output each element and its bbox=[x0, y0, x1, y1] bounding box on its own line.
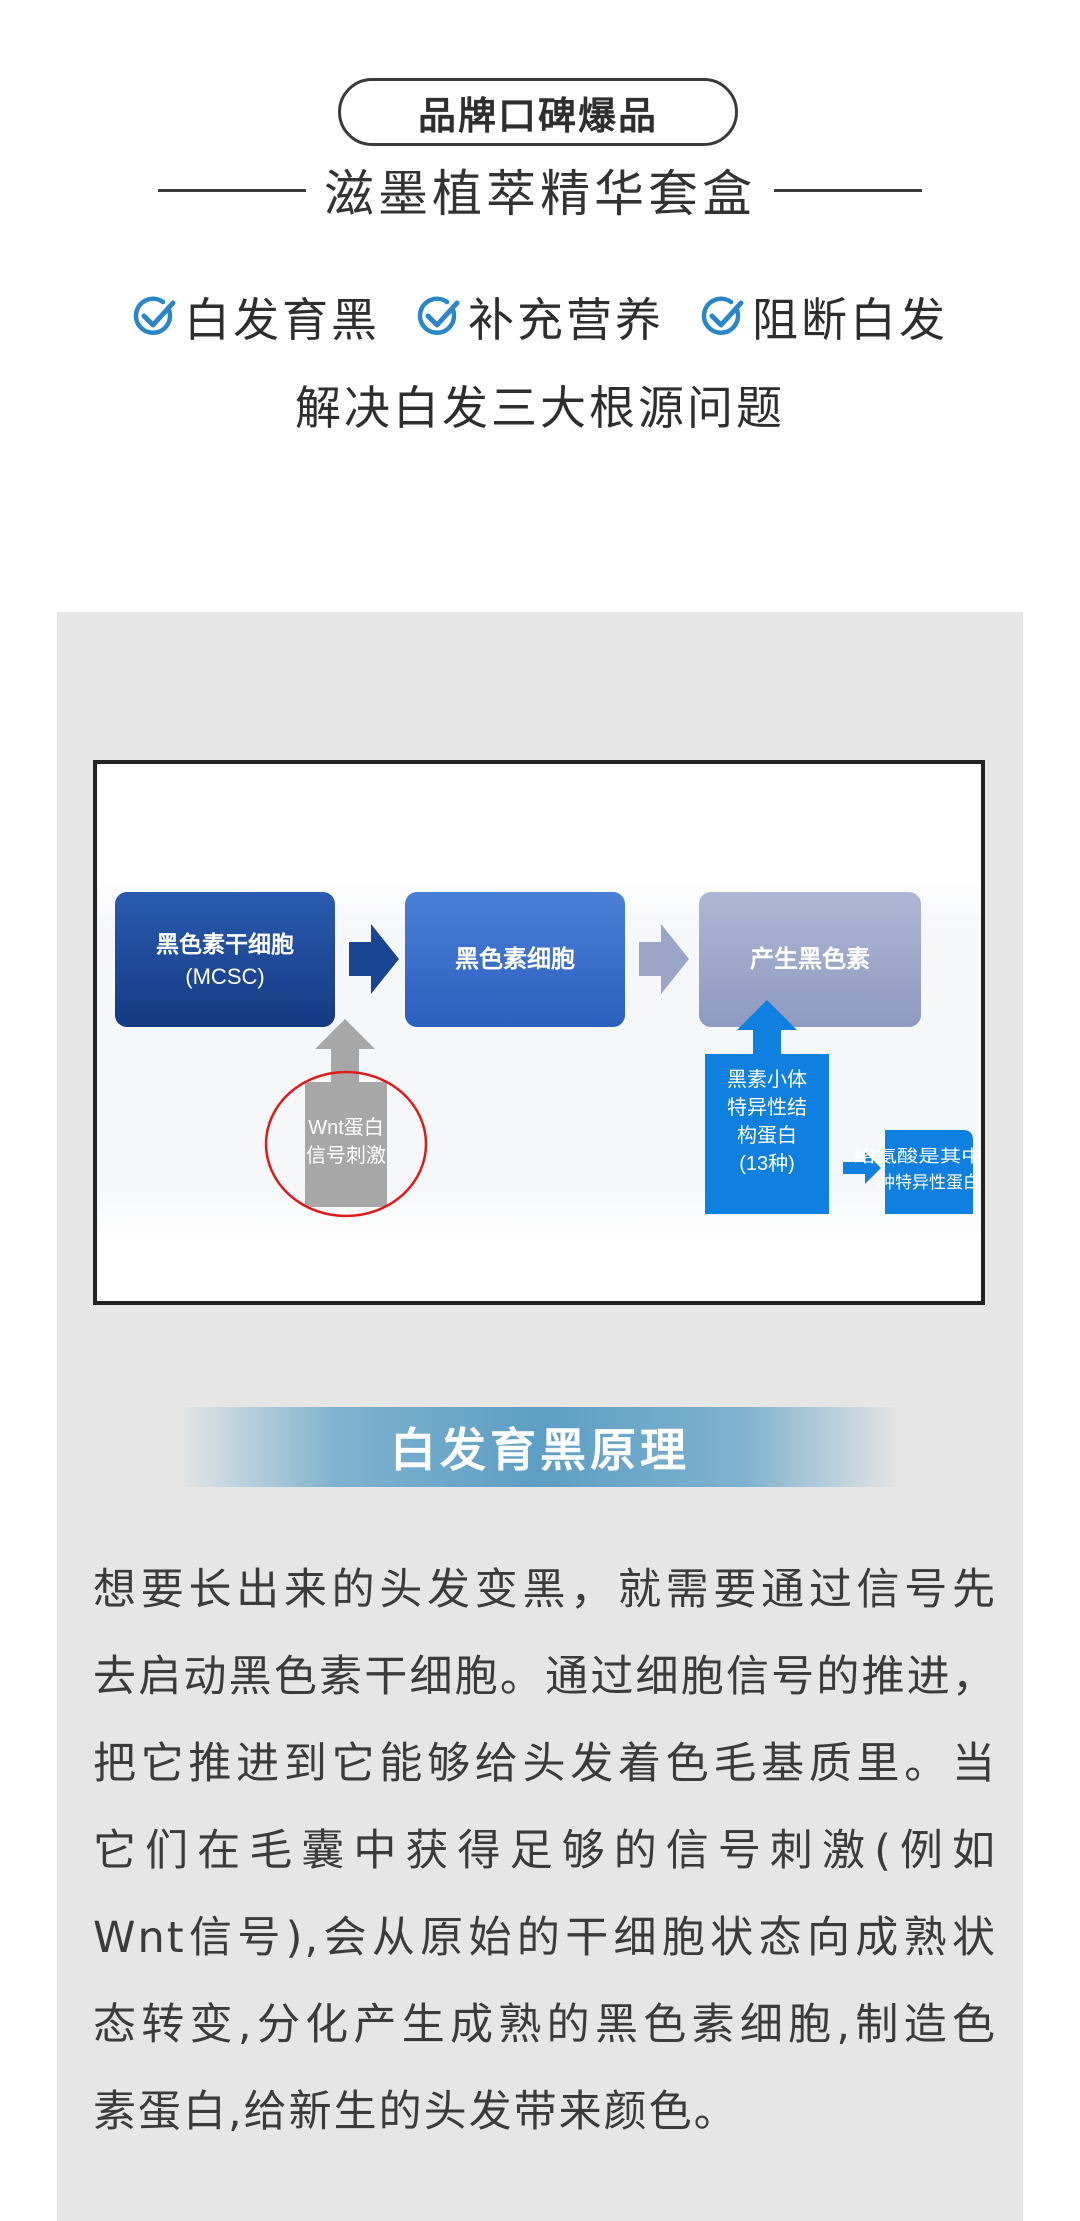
melanin-pathway-diagram: 黑色素干细胞 (MCSC) 黑色素细胞 产生黑色素 Wnt蛋白 信号刺激 黑素小… bbox=[93, 760, 985, 1305]
paragraph-line: 想要长出来的头发变黑，就需要通过信号先 bbox=[93, 1565, 997, 1615]
subtitle: 解决白发三大根源问题 bbox=[295, 381, 785, 435]
mcsc-box bbox=[115, 892, 335, 1027]
brand-badge: 品牌口碑爆品 bbox=[338, 78, 738, 146]
paragraph-line: 把它推进到它能够给头发着色毛基质里。当 bbox=[93, 1739, 997, 1789]
banner-title: 白发育黑原理 bbox=[390, 1423, 690, 1477]
melanocyte-box bbox=[405, 892, 625, 1027]
feature-label: 白发育黑 bbox=[184, 293, 380, 347]
tyrosinase-label-2: 种特异性蛋白 bbox=[878, 1173, 980, 1192]
feature-label: 阻断白发 bbox=[752, 293, 948, 347]
wnt-box bbox=[305, 1082, 387, 1207]
wnt-label-2: 信号刺激 bbox=[306, 1144, 386, 1167]
wnt-arrow-stem bbox=[333, 1064, 357, 1084]
protein-label-4: (13种) bbox=[739, 1152, 795, 1175]
paragraph-line: Wnt信号),会从原始的干细胞状态向成熟状 bbox=[93, 1913, 997, 1963]
check-circle-icon bbox=[133, 296, 176, 335]
check-circle-icon bbox=[417, 296, 460, 335]
arrow-up-icon bbox=[737, 1000, 797, 1054]
arrow-right-icon bbox=[639, 924, 689, 994]
feature-item: 白发育黑 bbox=[132, 284, 380, 350]
wnt-label-1: Wnt蛋白 bbox=[308, 1116, 384, 1139]
tyrosinase-label-1: 络氨酸是其中一 bbox=[854, 1147, 981, 1166]
arrow-right-icon bbox=[349, 924, 399, 994]
info-panel: 黑色素干细胞 (MCSC) 黑色素细胞 产生黑色素 Wnt蛋白 信号刺激 黑素小… bbox=[57, 612, 1023, 2221]
paragraph-line: 去启动黑色素干细胞。通过细胞信号的推进， bbox=[93, 1652, 997, 1702]
product-title: 滋墨植萃精华套盒 bbox=[324, 165, 756, 223]
feature-item: 阻断白发 bbox=[700, 284, 948, 350]
feature-list: 白发育黑 补充营养 阻断白发 bbox=[0, 285, 1080, 349]
protein-label-2: 特异性结 bbox=[727, 1096, 807, 1119]
arrow-right-icon bbox=[843, 1152, 881, 1184]
melanin-label: 产生黑色素 bbox=[750, 945, 870, 973]
title-left-line bbox=[158, 188, 306, 192]
principle-paragraph: 想要长出来的头发变黑，就需要通过信号先 去启动黑色素干细胞。通过细胞信号的推进，… bbox=[93, 1547, 997, 2156]
title-right-line bbox=[774, 188, 922, 192]
product-title-row: 滋墨植萃精华套盒 bbox=[0, 158, 1080, 223]
paragraph-line: 它们在毛囊中获得足够的信号刺激(例如 bbox=[93, 1826, 997, 1876]
melanin-box bbox=[699, 892, 921, 1027]
check-circle-icon bbox=[701, 296, 744, 335]
feature-label: 补充营养 bbox=[468, 293, 664, 347]
paragraph-line: 态转变,分化产生成熟的黑色素细胞,制造色 bbox=[93, 2000, 997, 2050]
tyrosinase-box bbox=[885, 1130, 973, 1214]
protein-label-1: 黑素小体 bbox=[727, 1068, 807, 1091]
feature-item: 补充营养 bbox=[416, 284, 664, 350]
diagram-svg: 黑色素干细胞 (MCSC) 黑色素细胞 产生黑色素 Wnt蛋白 信号刺激 黑素小… bbox=[97, 874, 981, 1244]
principle-banner: 白发育黑原理 bbox=[177, 1407, 903, 1487]
paragraph-line: 素蛋白,给新生的头发带来颜色。 bbox=[93, 2087, 739, 2137]
melanocyte-label: 黑色素细胞 bbox=[455, 945, 575, 973]
protein-label-3: 构蛋白 bbox=[737, 1124, 797, 1147]
arrow-up-icon bbox=[315, 1019, 375, 1082]
protein-box bbox=[705, 1054, 829, 1214]
mcsc-label: 黑色素干细胞 bbox=[156, 931, 294, 957]
mcsc-abbrev: (MCSC) bbox=[185, 964, 264, 989]
highlight-circle bbox=[264, 1070, 428, 1218]
